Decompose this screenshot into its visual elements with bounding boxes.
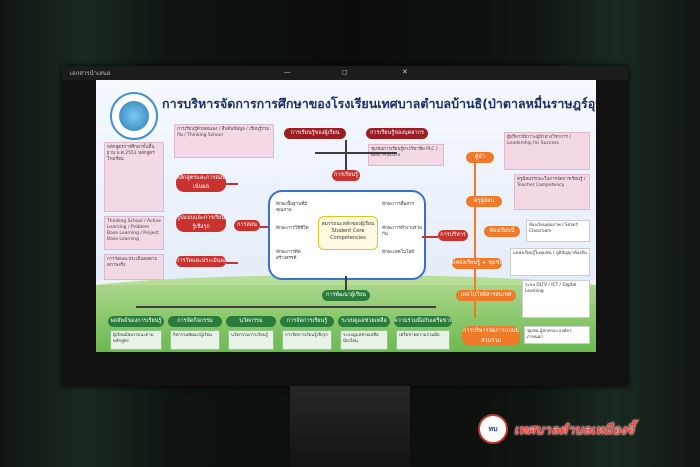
pill-assessment: การวัดและประเมินผล [176, 256, 226, 267]
skills-left-1: ทักษะการใช้ชีวิต [276, 226, 309, 231]
close-button[interactable]: ✕ [402, 68, 408, 76]
box-outcomes: ผู้เรียนมีสมรรถนะตามหลักสูตร [110, 330, 162, 350]
box-network: เครือข่ายความร่วมมือ [396, 330, 450, 350]
skills-left-0: ทักษะพื้นฐานที่มีคุณภาพ [276, 202, 308, 213]
note-plc: ชุมชนการเรียนรู้ทางวิชาชีพ PLC / Best Pr… [368, 144, 444, 166]
app-label: เอกสารนำเสนอ [70, 70, 111, 77]
connector-top-h [315, 152, 397, 154]
connector-left-hub [260, 226, 268, 228]
skills-right-0: ทักษะการสื่อสาร [382, 202, 414, 207]
core-en-1: Student Core [331, 228, 365, 234]
box-learning-management: การจัดการเรียนรู้เชิงรุก [282, 330, 332, 350]
municipality-watermark: ทบ เทศบาลตำบลเหมืองจี้ [478, 414, 634, 444]
pill-network: ความร่วมมือกับเครือข่าย [394, 316, 452, 327]
pill-management-hub: การบริหาร [438, 230, 468, 241]
box-support-system: ระบบดูแลช่วยเหลือนักเรียน [340, 330, 388, 350]
pill-curriculum: หลักสูตรและการสอนเน้นผล [176, 174, 226, 192]
box-innovation: นวัตกรรมการเรียนรู้ [228, 330, 274, 350]
note-curriculum: หลักสูตรการศึกษาขั้นพื้นฐาน พ.ศ.2551 หลั… [104, 142, 164, 212]
slide-canvas: การบริหารจัดการการศึกษาของโรงเรียนเทศบาล… [96, 80, 596, 352]
pill-activities: การจัดกิจกรรม [168, 316, 222, 327]
pill-ict: เทคโนโลยีสารสนเทศ [456, 290, 516, 301]
pill-teaching-hub: การสอน [234, 220, 260, 231]
slide-title: การบริหารจัดการการศึกษาของโรงเรียนเทศบาล… [162, 96, 596, 111]
connector-right-hub [422, 236, 438, 238]
box-activities: กิจกรรมพัฒนาผู้เรียน [170, 330, 220, 350]
core-competency-frame: ทักษะพื้นฐานที่มีคุณภาพ ทักษะการใช้ชีวิต… [268, 190, 426, 280]
connector-top [345, 140, 347, 170]
core-title: สมรรถนะหลักของผู้เรียน [321, 221, 375, 227]
window-title-bar: เอกสารนำเสนอ — ◻ ✕ [62, 66, 628, 80]
connector-bottom-h [136, 306, 436, 308]
school-logo [110, 92, 158, 140]
pill-outcomes: ผลลัพธ์ของการเรียนรู้ [108, 316, 164, 327]
connector-left-0 [226, 183, 238, 185]
note-leader: ผู้บริหารมีภาวะผู้นำทางวิชาการ / Leaders… [504, 132, 590, 170]
minimize-button[interactable]: — [284, 68, 291, 76]
connector-left-2 [226, 262, 238, 264]
pill-support-system: ระบบดูแลช่วยเหลือ [338, 316, 390, 327]
note-learning-sources: แหล่งเรียนรู้ในชุมชน / ภูมิปัญญาท้องถิ่น [510, 248, 590, 276]
pill-student-learning: การเรียนรู้ของผู้เรียน [284, 128, 346, 139]
display-monitor: เอกสารนำเสนอ — ◻ ✕ การบริหารจัดการการศึก… [62, 66, 628, 386]
pill-participation: การบริหารจัดการแบบมีส่วนร่วม [462, 326, 520, 346]
note-self-learning: การเรียนรู้ด้วยตนเอง / สืบค้นข้อมูล / เร… [174, 124, 274, 158]
pill-learning: การเรียนรู้ [332, 170, 360, 181]
core-en-2: Competencies [330, 235, 366, 241]
skills-right-1: ทักษะการทำงานร่วมกัน [382, 226, 422, 237]
skills-left-2: ทักษะการคิดสร้างสรรค์ [276, 250, 301, 261]
monitor-stand [290, 386, 410, 467]
pill-teachers: ครูผู้สอน [466, 196, 502, 207]
note-assessment: การวัดและประเมินผลตามสภาพจริง [104, 254, 164, 280]
note-ict: ระบบ DLTV / ICT / Digital Learning [522, 280, 590, 318]
pill-learning-management: การจัดการเรียนรู้ [280, 316, 334, 327]
logo-emblem-icon [119, 101, 149, 131]
municipality-logo-icon: ทบ [478, 414, 508, 444]
note-classroom: ห้องเรียนคุณภาพ / Smart Classroom [526, 220, 590, 242]
connector-right-trunk [474, 158, 476, 318]
note-participation: ชุมชน ผู้ปกครอง องค์กรภายนอก [524, 326, 590, 344]
connector-bottom [345, 276, 347, 290]
pill-learning-sources: แหล่งเรียนรู้ + ชุมชน [452, 258, 502, 269]
pill-classroom: ห้องเรียนนี้ [484, 226, 520, 237]
skills-right-2: ทักษะเทคโนโลยี [382, 250, 414, 255]
pill-student-development: การพัฒนาผู้เรียน [322, 290, 370, 301]
pill-staff-learning: การเรียนรู้ของบุคลากร [366, 128, 428, 139]
maximize-button[interactable]: ◻ [342, 68, 348, 76]
note-active-learning: Thinking School / Active Learning / Prob… [104, 216, 164, 250]
core-competency-box: สมรรถนะหลักของผู้เรียน Student Core Comp… [318, 216, 378, 250]
pill-leader: ผู้นำ [466, 152, 494, 163]
pill-active-learning: รูปแบบและการเรียนรู้เชิงรุก [176, 214, 226, 232]
note-teachers: ครูมีสมรรถนะในการจัดการเรียนรู้ / Teache… [514, 174, 590, 210]
pill-innovation: นวัตกรรม [226, 316, 276, 327]
municipality-name: เทศบาลตำบลเหมืองจี้ [514, 422, 635, 438]
